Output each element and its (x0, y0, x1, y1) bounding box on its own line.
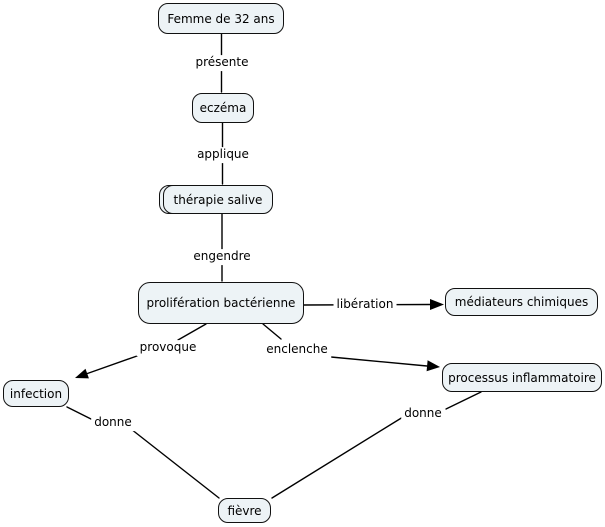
edge-processus-fievre-b[interactable] (271, 416, 404, 499)
arrowhead-infection (75, 368, 89, 379)
edge-proliferation-processus-a[interactable] (262, 323, 282, 340)
link-label-presente[interactable]: présente (192, 55, 252, 71)
edge-infection-fievre-b[interactable] (130, 428, 220, 499)
edge-proliferation-infection-a[interactable] (177, 323, 207, 341)
link-label-liberation[interactable]: libération (333, 297, 397, 313)
edge-infection-fievre-a[interactable] (66, 406, 92, 420)
node-processus-inflammatoire[interactable]: processus inflammatoire (442, 363, 602, 392)
link-label-donne-left[interactable]: donne (91, 415, 135, 431)
node-mediateurs-chimiques[interactable]: médiateurs chimiques (445, 288, 598, 316)
link-label-engendre[interactable]: engendre (190, 249, 254, 265)
node-infection[interactable]: infection (3, 380, 69, 407)
node-therapie-salive[interactable]: thérapie salive (163, 185, 273, 214)
link-label-donne-right[interactable]: donne (401, 406, 445, 422)
arrowhead-processus (426, 360, 440, 372)
node-fievre[interactable]: fièvre (218, 498, 271, 523)
edge-proliferation-processus-b[interactable] (330, 356, 428, 367)
node-proliferation-bacterienne[interactable]: prolifération bactérienne (138, 282, 304, 324)
link-label-provoque[interactable]: provoque (136, 340, 200, 356)
link-label-applique[interactable]: applique (194, 147, 252, 163)
node-eczema[interactable]: eczéma (192, 93, 254, 123)
node-femme-de-32-ans[interactable]: Femme de 32 ans (158, 3, 284, 34)
link-label-enclenche[interactable]: enclenche (263, 342, 331, 358)
arrowhead-mediateurs (430, 299, 444, 310)
edge-processus-fievre-a[interactable] (445, 391, 482, 410)
edge-proliferation-infection-b[interactable] (85, 355, 138, 375)
